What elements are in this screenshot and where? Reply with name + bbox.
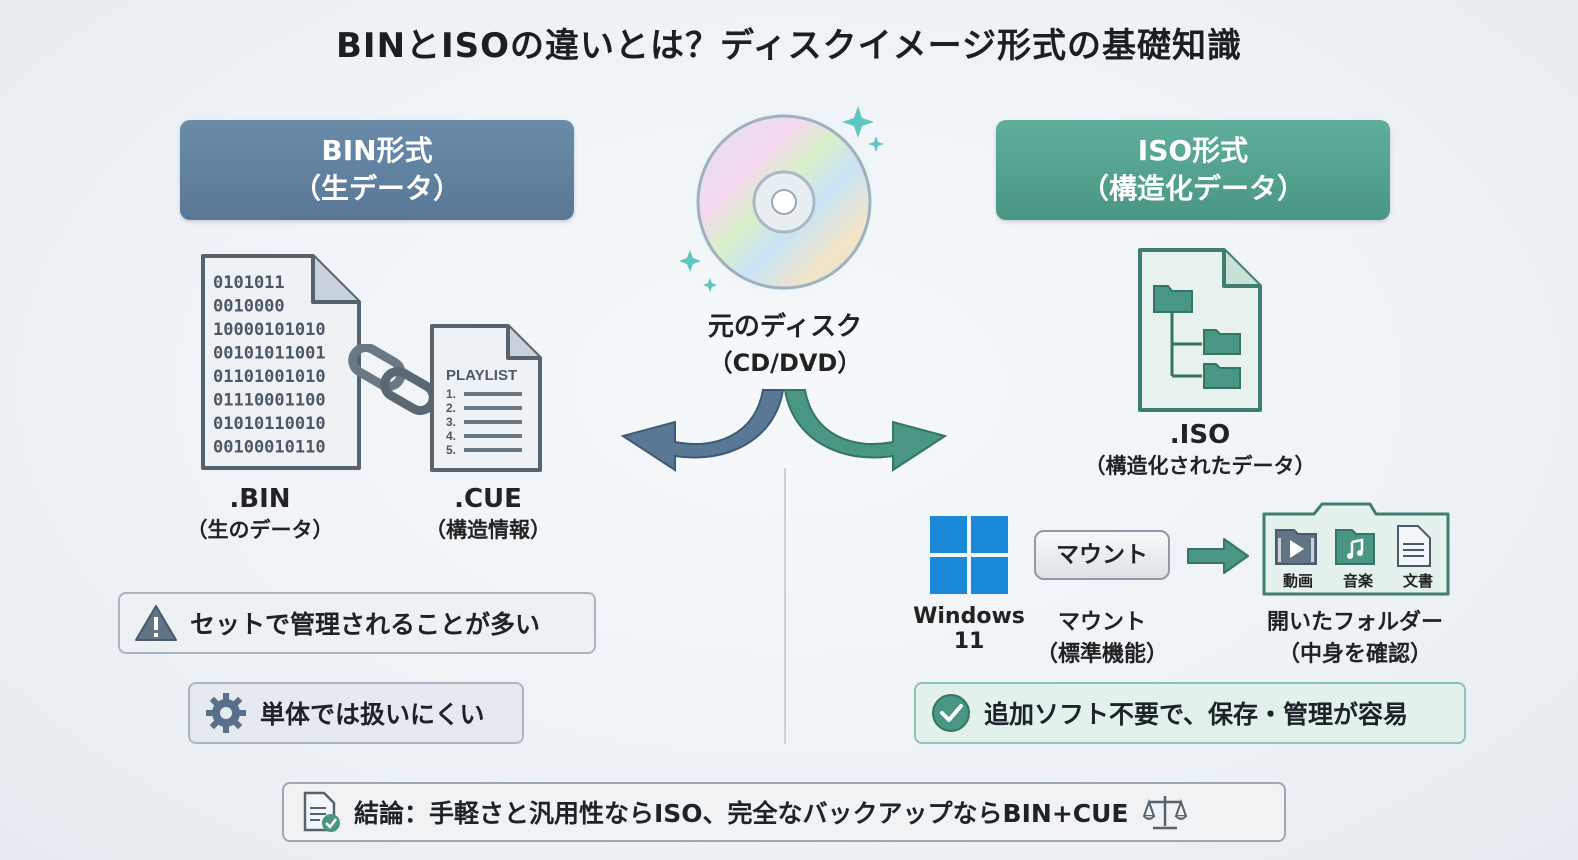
bin-data-line: 00100010110	[213, 438, 326, 458]
cue-item-line	[464, 420, 522, 424]
document-check-icon	[303, 791, 340, 832]
bin-format-header: BIN形式 （生データ）	[180, 120, 574, 220]
iso-file-label: .ISO （構造化されたデータ）	[1060, 420, 1340, 480]
disc-icon	[679, 102, 884, 300]
iso-ext: .ISO	[1169, 420, 1231, 450]
cue-item-line	[464, 406, 522, 410]
cue-ext: .CUE	[454, 484, 522, 514]
video-icon	[1275, 529, 1317, 565]
bin-file-label: .BIN （生のデータ）	[180, 484, 340, 544]
cue-item-number: 2.	[446, 401, 456, 415]
music-icon	[1335, 529, 1375, 565]
bin-ext: .BIN	[229, 484, 291, 514]
bin-data-line: 00101011001	[213, 344, 326, 364]
bin-header-subtitle: （生データ）	[292, 172, 461, 205]
mount-button[interactable]: マウント	[1034, 530, 1170, 580]
iso-format-header: ISO形式 （構造化データ）	[996, 120, 1390, 220]
mount-label-line2: （標準機能）	[1035, 642, 1168, 667]
bin-data-line: 01101001010	[213, 367, 326, 387]
ok-callout: 追加ソフト不要で、保存・管理が容易	[914, 682, 1466, 744]
cue-item-line	[464, 448, 522, 452]
warning-icon	[135, 605, 177, 641]
bin-header-title: BIN形式	[321, 134, 433, 167]
cue-file-icon: PLAYLIST 1.2.3.4.5.	[430, 324, 542, 472]
document-icon	[1397, 525, 1431, 567]
bin-data-line: 0101011	[213, 273, 285, 293]
bin-data-line: 0010000	[213, 297, 285, 317]
sparkle-icon	[679, 106, 884, 292]
open-folder-icon	[1262, 502, 1450, 596]
iso-file-icon	[1138, 248, 1262, 412]
cue-file-label: .CUE （構造情報）	[408, 484, 568, 544]
bin-data-line: 01010110010	[213, 414, 326, 434]
disc-label: 元のディスク （CD/DVD）	[660, 306, 910, 378]
folder-item-music: 音楽	[1342, 572, 1373, 590]
folder-item-document: 文書	[1402, 572, 1433, 590]
arrow-right-curved-icon	[783, 389, 948, 472]
gear-icon	[206, 693, 246, 733]
warning-text: セットで管理されることが多い	[190, 610, 541, 639]
bin-data-line: 10000101010	[213, 320, 326, 340]
iso-header-title: ISO形式	[1137, 134, 1249, 167]
conclusion-callout: 結論：手軽さと汎用性ならISO、完全なバックアップならBIN+CUE	[282, 782, 1286, 842]
hard-callout: 単体では扱いにくい	[188, 682, 524, 744]
cue-heading: PLAYLIST	[446, 367, 517, 384]
cue-item-number: 5.	[446, 443, 456, 457]
check-circle-icon	[932, 694, 970, 732]
bin-file-icon: 0101011 0010000 10000101010 00101011001 0110…	[201, 254, 361, 470]
iso-sub: （構造化されたデータ）	[1084, 454, 1316, 478]
ok-text: 追加ソフト不要で、保存・管理が容易	[984, 700, 1409, 729]
disc-label-line1: 元のディスク	[707, 312, 863, 342]
scale-icon	[1142, 796, 1187, 830]
folder-label-line2: （中身を確認）	[1277, 642, 1432, 667]
folder-label: 開いたフォルダー （中身を確認）	[1240, 604, 1470, 668]
warning-callout: セットで管理されることが多い	[118, 592, 596, 654]
conclusion-text: 結論：手軽さと汎用性ならISO、完全なバックアップならBIN+CUE	[354, 799, 1129, 828]
arrow-right-icon	[1187, 538, 1249, 574]
windows-label: Windows 11	[913, 604, 1025, 654]
folder-label-line1: 開いたフォルダー	[1266, 610, 1443, 635]
arrow-left-icon	[620, 389, 785, 472]
iso-header-subtitle: （構造化データ）	[1080, 172, 1305, 205]
hard-text: 単体では扱いにくい	[260, 700, 485, 729]
folder-tree-icon	[1153, 285, 1241, 389]
mount-label: マウント （標準機能）	[1022, 604, 1182, 668]
split-arrows	[620, 389, 948, 472]
cue-item-line	[464, 434, 522, 438]
bin-sub: （生のデータ）	[186, 518, 334, 542]
cue-item-number: 3.	[446, 415, 456, 429]
page-title: BINとISOの違いとは？ディスクイメージ形式の基礎知識	[336, 26, 1242, 66]
folder-item-video: 動画	[1282, 572, 1313, 590]
cue-item-line	[464, 392, 522, 396]
cue-item-number: 1.	[446, 387, 456, 401]
cue-sub: （構造情報）	[425, 518, 551, 542]
cue-item-number: 4.	[446, 429, 456, 443]
mount-label-line1: マウント	[1057, 610, 1146, 635]
center-divider	[784, 468, 786, 744]
disc-label-line2: （CD/DVD）	[708, 349, 862, 377]
bin-data-line: 01110001100	[213, 391, 326, 411]
windows-logo-icon	[930, 516, 1008, 594]
